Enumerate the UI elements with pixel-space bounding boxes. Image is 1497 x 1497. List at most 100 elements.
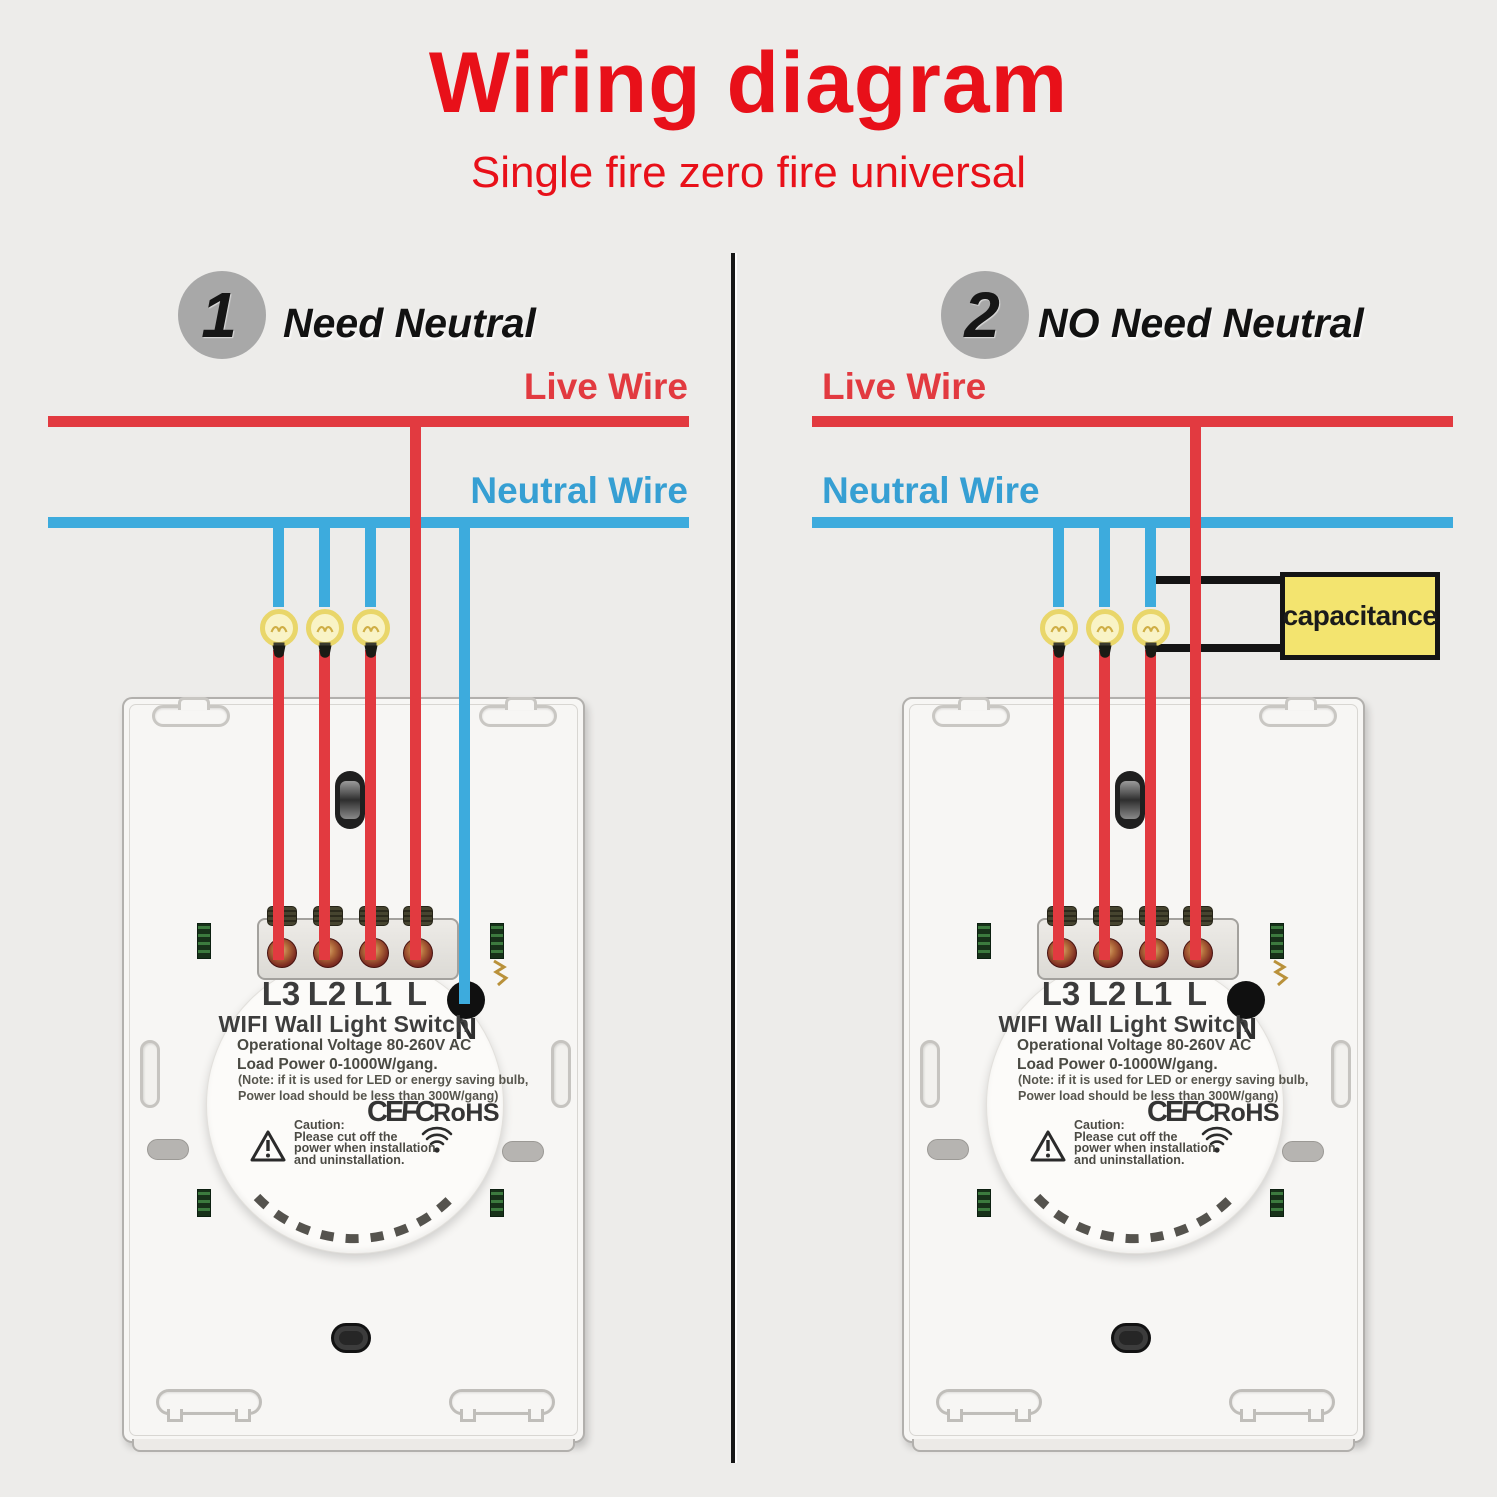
neutral-wire-label: Neutral Wire [822,470,1040,511]
side-slot-left [140,1040,160,1108]
bulb-2 [303,604,347,662]
lamp-wire-1 [273,650,284,960]
lamp-wire-3 [365,650,376,960]
bulb-3 [1129,604,1173,662]
live-wire-horizontal [48,416,689,427]
neutral-terminal-label: N [1234,1011,1258,1046]
plate-inner-border [909,704,1358,1436]
spec-load-power: Load Power 0-1000W/gang. [237,1056,438,1073]
caution-title: Caution: [294,1118,345,1132]
mount-slot-top-left [152,697,230,727]
live-wire-label: Live Wire [523,366,688,407]
indicator-green-right-upper [1270,923,1284,959]
capacitor-lead-bottom [1150,644,1282,652]
live-wire-drop-to-l [1190,416,1201,960]
light-bulb-icon [1132,609,1170,658]
ce-mark-icon: CE [1147,1096,1184,1128]
plate-inner-border [129,704,578,1436]
live-wire-drop-to-l [410,416,421,960]
light-bulb-icon [1086,609,1124,658]
light-bulb-icon [352,609,390,658]
plate-bottom-lip [912,1439,1355,1452]
note-line-2: Power load should be less than 300W/gang… [1018,1089,1279,1103]
note-line-1: (Note: if it is used for LED or energy s… [1018,1073,1309,1087]
live-wire-label: Live Wire [822,366,987,407]
product-name: WIFI Wall Light Switch [998,1011,1250,1037]
indicator-green-left-lower [977,1189,991,1217]
caution-line-2: power when installation [1074,1141,1216,1155]
note-line-2: Power load should be less than 300W/gang… [238,1089,499,1103]
caution-line-2: power when installation [294,1141,436,1155]
spec-load-power: Load Power 0-1000W/gang. [1017,1056,1218,1073]
terminal-label-l2: L2 [307,975,347,1012]
top-screw-slot [1115,771,1145,829]
side-slot-right [1331,1040,1351,1108]
screw-icon [340,781,360,819]
indicator-green-left-upper [977,923,991,959]
side-pill-right [502,1141,544,1162]
heading-no-need-neutral: NO Need Neutral [1038,300,1364,346]
indicator-green-left-upper [197,923,211,959]
indicator-green-right-lower [490,1189,504,1217]
light-bulb-icon [260,609,298,658]
live-wire-horizontal [812,416,1453,427]
neutral-stub-3 [365,517,376,607]
wifi-icon [421,1126,453,1153]
light-bulb-icon [1040,609,1078,658]
capacitor-box: capacitance [1280,572,1440,660]
lamp-wire-1 [1053,650,1064,960]
indicator-green-right-lower [1270,1189,1284,1217]
wall-switch-plate: L3 L2 L1 L N WIFI Wall Light Switch Oper… [122,697,585,1452]
caution-line-3: and uninstallation. [294,1152,405,1167]
mount-slot-bottom-left [936,1389,1042,1422]
ce-mark-icon: CE [367,1096,404,1128]
caution-text: Caution: Please cut off the power when i… [1074,1118,1216,1167]
rohs-label: RoHS [1213,1099,1280,1127]
caution-line-3: and uninstallation. [1074,1152,1185,1167]
terminal-label-l1: L1 [353,975,393,1012]
plate-bottom-lip [132,1439,575,1452]
neutral-stub-2 [1099,517,1110,607]
side-slot-right [551,1040,571,1108]
top-screw-slot [335,771,365,829]
caution-text: Caution: Please cut off the power when i… [294,1118,436,1167]
bulb-1 [1037,604,1081,662]
spec-voltage: Operational Voltage 80-260V AC [237,1037,472,1054]
bulb-3 [349,604,393,662]
neutral-stub-1 [273,517,284,607]
warning-triangle-icon [1030,1130,1066,1162]
bottom-screw-slot [1111,1323,1151,1353]
neutral-terminal-hole [1227,981,1265,1019]
wall-switch-plate: L3 L2 L1 L N WIFI Wall Light Switch Oper… [902,697,1365,1452]
mount-slot-top-right [1259,697,1337,727]
terminal-label-l3: L3 [261,975,301,1012]
light-bulb-icon [306,609,344,658]
lamp-wire-3 [1145,650,1156,960]
mount-slot-bottom-left [156,1389,262,1422]
mount-slot-top-left [932,697,1010,727]
mount-slot-bottom-right [1229,1389,1335,1422]
mount-slot-top-right [479,697,557,727]
screw-icon [1120,781,1140,819]
mount-slot-bottom-right [449,1389,555,1422]
caution-title: Caution: [1074,1118,1125,1132]
product-name: WIFI Wall Light Switch [218,1011,470,1037]
step-1-badge: 1 [178,271,266,359]
neutral-stub-1 [1053,517,1064,607]
neutral-terminal-label: N [454,1011,478,1046]
neutral-stub-3 [1145,517,1156,607]
note-line-1: (Note: if it is used for LED or energy s… [238,1073,529,1087]
section-divider [731,253,735,1463]
caution-line-1: Please cut off the [294,1129,398,1144]
step-2-badge: 2 [941,271,1029,359]
side-pill-left [147,1139,189,1160]
terminal-label-l3: L3 [1041,975,1081,1012]
side-pill-right [1282,1141,1324,1162]
neutral-wire-label: Neutral Wire [470,470,688,511]
heading-need-neutral: Need Neutral [283,300,536,346]
lamp-wire-2 [319,650,330,960]
indicator-green-right-upper [490,923,504,959]
gold-contact-icon [1273,959,1289,987]
page-subtitle: Single fire zero fire universal [470,148,1027,197]
